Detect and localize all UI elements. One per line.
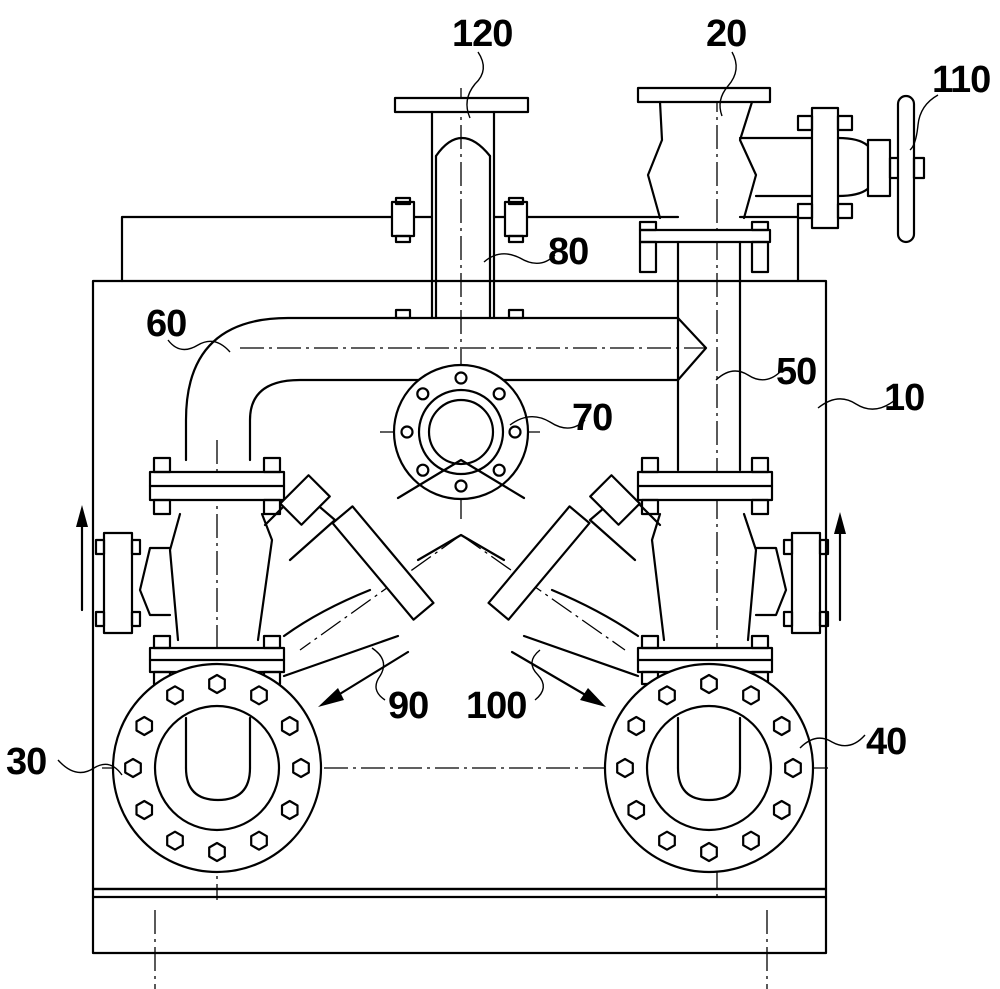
- flange-30: [111, 662, 323, 874]
- left-pump: [94, 456, 337, 802]
- flange-bolt: [208, 673, 226, 695]
- flange-bolt: [208, 841, 226, 863]
- flange-bolt: [658, 685, 676, 706]
- flange-bolt: [492, 463, 506, 477]
- flange-70: [392, 363, 530, 501]
- label-60: 60: [146, 303, 186, 345]
- flange-bolt: [508, 425, 522, 439]
- flange-bolt: [250, 685, 268, 706]
- flange-bolt: [250, 830, 268, 851]
- flange-bolt: [700, 841, 718, 863]
- gate-valve-110: [796, 94, 926, 244]
- flange-bolt: [627, 715, 646, 737]
- tank-body: [91, 215, 828, 955]
- flange-bolt: [135, 715, 154, 737]
- header-pipe-60: [184, 280, 742, 472]
- flange-bolt: [166, 685, 184, 706]
- flange-bolt: [416, 387, 430, 401]
- flange-bolt: [784, 757, 802, 779]
- leader-lines: [57, 51, 939, 776]
- flange-bolt: [772, 715, 791, 737]
- y-branch: [282, 458, 640, 678]
- flange-bolt: [658, 830, 676, 851]
- flange-bolt: [742, 685, 760, 706]
- flange-bolt: [292, 757, 310, 779]
- flange-bolt: [124, 757, 142, 779]
- label-80: 80: [548, 231, 588, 273]
- label-20: 20: [706, 13, 746, 55]
- label-10: 10: [884, 377, 924, 419]
- flange-40: [603, 662, 815, 874]
- outlet-pipe-120: [390, 96, 530, 320]
- flange-bolt: [627, 799, 646, 821]
- label-30: 30: [6, 741, 46, 783]
- label-70: 70: [572, 397, 612, 439]
- flange-bolt: [454, 479, 468, 493]
- flange-bolt: [400, 425, 414, 439]
- flange-bolt: [454, 371, 468, 385]
- label-100: 100: [466, 685, 526, 727]
- flange-bolt: [742, 830, 760, 851]
- label-40: 40: [866, 721, 906, 763]
- label-90: 90: [388, 685, 428, 727]
- flange-bolt: [416, 463, 430, 477]
- flange-bolt: [700, 673, 718, 695]
- flange-bolt: [135, 799, 154, 821]
- reference-labels: 120 20 110 80 60 50 10 70 90 100 30 40: [6, 13, 991, 783]
- label-120: 120: [452, 13, 512, 55]
- flow-arrows: [76, 505, 846, 707]
- flange-bolt: [166, 830, 184, 851]
- label-110: 110: [932, 59, 990, 101]
- flange-bolt: [616, 757, 634, 779]
- outlet-pipe-20: [636, 86, 814, 284]
- label-50: 50: [776, 351, 816, 393]
- flange-bolt: [280, 715, 299, 737]
- flange-bolt: [280, 799, 299, 821]
- flange-bolt: [772, 799, 791, 821]
- flange-bolt: [492, 387, 506, 401]
